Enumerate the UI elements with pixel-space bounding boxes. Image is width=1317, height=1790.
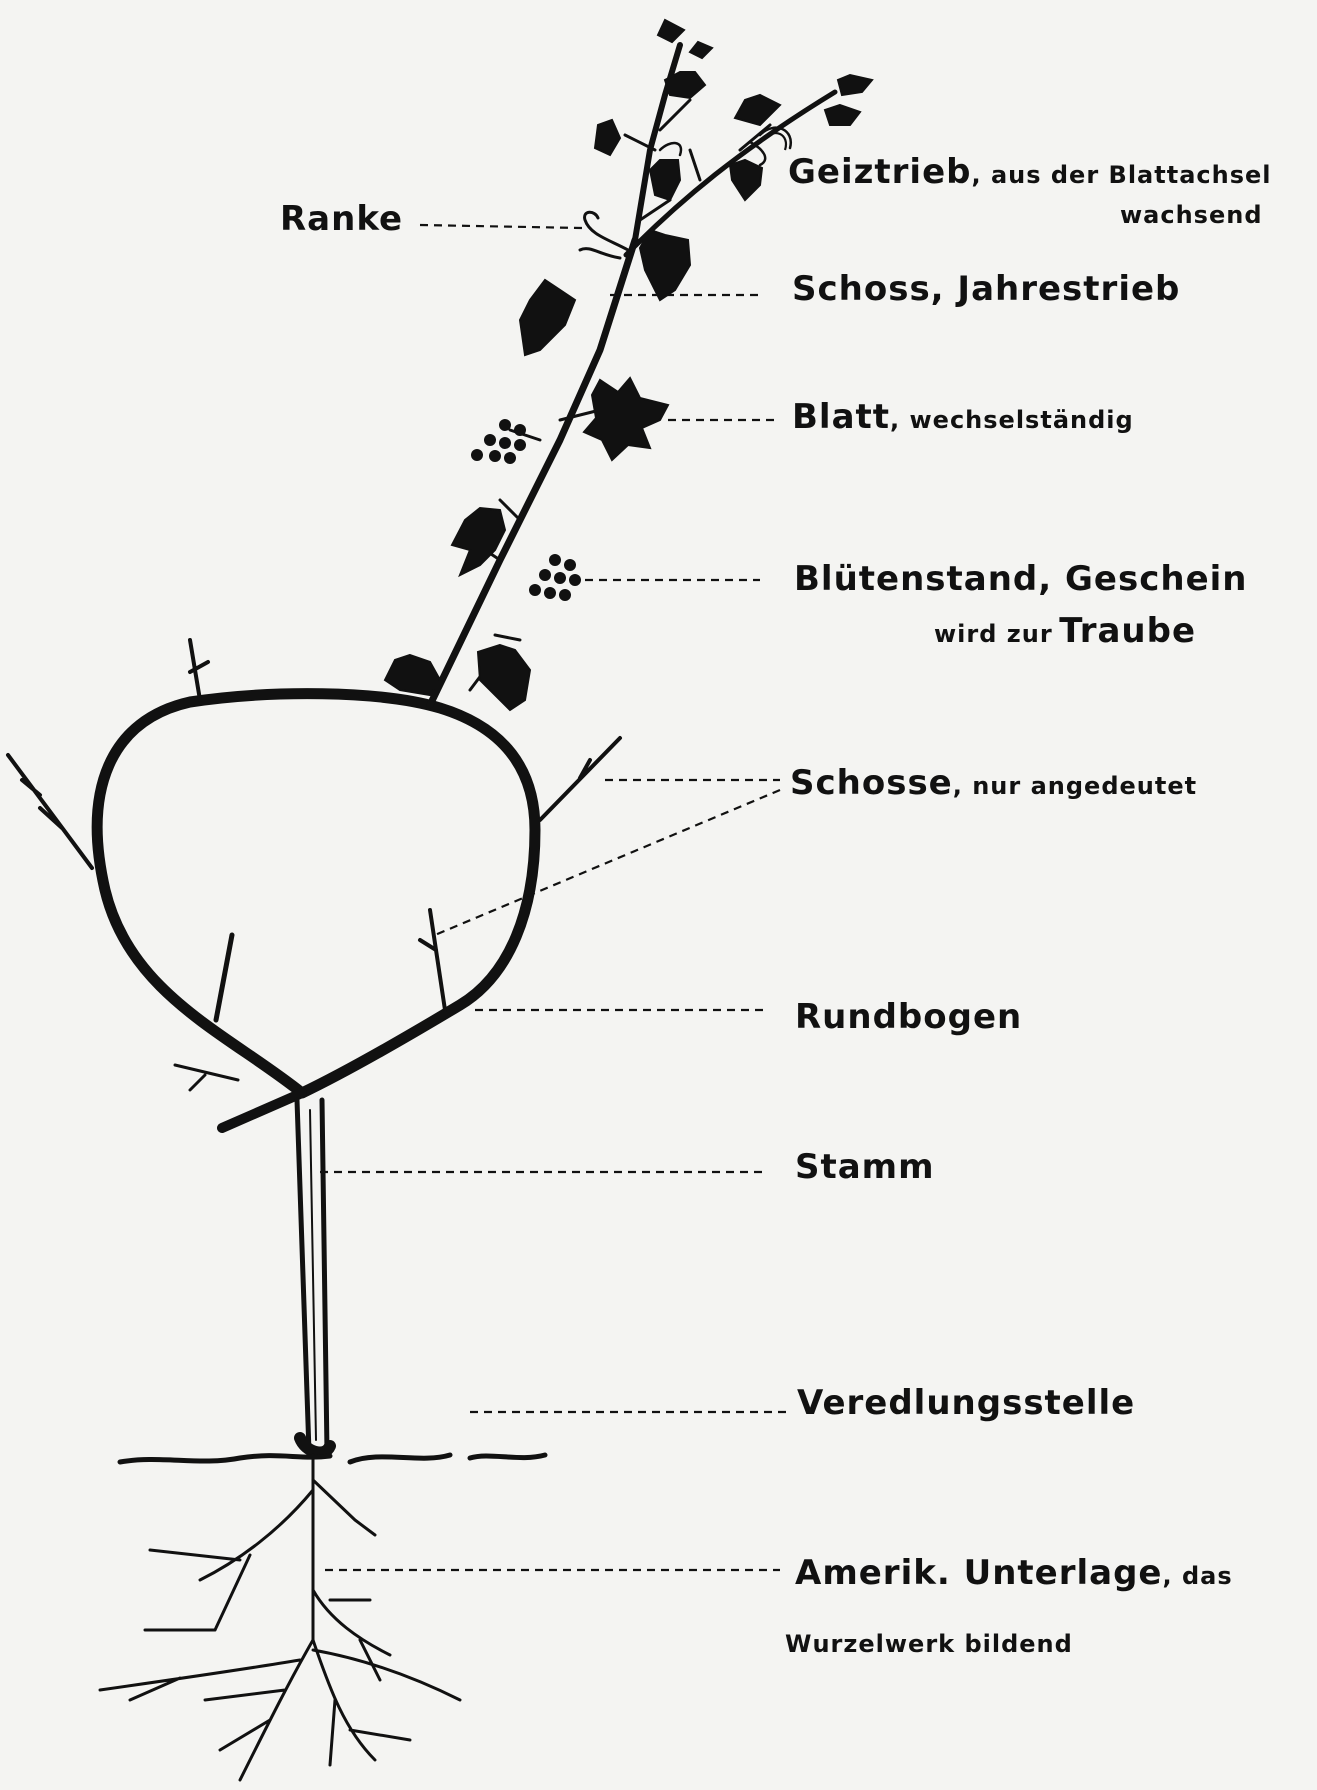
leader-ranke	[420, 225, 582, 228]
leader-schosse-2	[435, 790, 780, 935]
label-blatt-main: Blatt	[792, 397, 890, 437]
leader-lines	[320, 225, 790, 1570]
label-unterlage-main: Amerik. Unterlage	[795, 1553, 1162, 1593]
label-rundbogen: Rundbogen	[795, 1000, 1022, 1034]
label-unterlage-line2: Wurzelwerk bildend	[785, 1632, 1073, 1656]
wurzelwerk-roots	[100, 1455, 460, 1780]
label-traube-main: Traube	[1059, 611, 1196, 651]
ground-line	[120, 1455, 545, 1462]
label-geiztrieb-main: Geiztrieb	[788, 152, 971, 192]
stamm-trunk-right	[322, 1100, 327, 1452]
label-schoss: Schoss, Jahrestrieb	[792, 272, 1180, 306]
label-veredlungsstelle: Veredlungsstelle	[797, 1386, 1135, 1420]
label-stamm: Stamm	[795, 1150, 935, 1184]
cane-end	[222, 1093, 302, 1128]
label-geiztrieb-line2: wachsend	[1120, 203, 1263, 227]
rundbogen-cane	[97, 694, 535, 1093]
cane-shoot	[420, 910, 445, 1010]
label-traube: wird zur Traube	[934, 614, 1196, 648]
cane-shoot	[175, 1065, 238, 1090]
label-ranke: Ranke	[280, 202, 403, 236]
stamm-trunk-center	[310, 1110, 316, 1440]
label-unterlage: Amerik. Unterlage, das	[795, 1556, 1233, 1590]
ranke-tendril	[660, 143, 681, 155]
label-geiztrieb-rest: , aus der Blattachsel	[971, 161, 1271, 189]
label-bluetenstand: Blütenstand, Geschein	[794, 562, 1248, 596]
label-schosse: Schosse, nur angedeutet	[790, 766, 1197, 800]
cane-shoot	[190, 640, 208, 700]
blatt-leaves	[385, 20, 872, 710]
label-geiztrieb: Geiztrieb, aus der Blattachsel	[788, 155, 1271, 189]
ranke-tendril	[580, 212, 628, 258]
cane-shoot	[216, 935, 232, 1020]
label-blatt-rest: , wechselständig	[890, 406, 1134, 434]
cane-shoot	[8, 755, 92, 868]
label-schosse-main: Schosse	[790, 763, 953, 803]
label-schosse-rest: , nur angedeutet	[953, 772, 1197, 800]
label-blatt: Blatt, wechselständig	[792, 400, 1134, 434]
stamm-trunk-left	[297, 1100, 309, 1452]
label-unterlage-rest: , das	[1162, 1562, 1232, 1590]
label-traube-pre: wird zur	[934, 620, 1053, 648]
